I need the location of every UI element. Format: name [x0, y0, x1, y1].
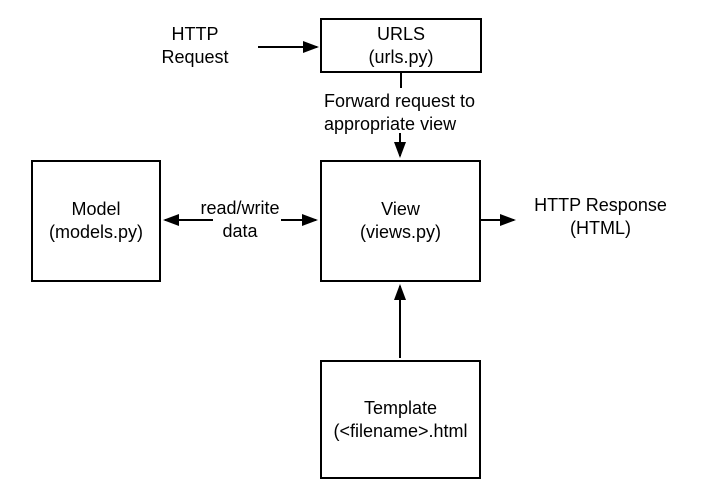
node-view-label: View (views.py): [359, 199, 441, 242]
node-urls-label: URLS (urls.py): [368, 23, 434, 67]
node-model-label: Model (models.py): [48, 199, 144, 242]
node-urls: URLS (urls.py): [320, 18, 482, 73]
label-read-write-data: read/write data: [200, 198, 280, 241]
node-template-label: Template (<filename>.html: [333, 397, 468, 441]
label-http-request: HTTP Request: [161, 24, 229, 67]
node-model: Model (models.py): [31, 160, 161, 282]
label-http-response: HTTP Response (HTML): [534, 195, 667, 238]
label-forward-request: Forward request to appropriate view: [324, 91, 476, 134]
node-template: Template (<filename>.html: [320, 360, 481, 479]
node-view: View (views.py): [320, 160, 481, 282]
